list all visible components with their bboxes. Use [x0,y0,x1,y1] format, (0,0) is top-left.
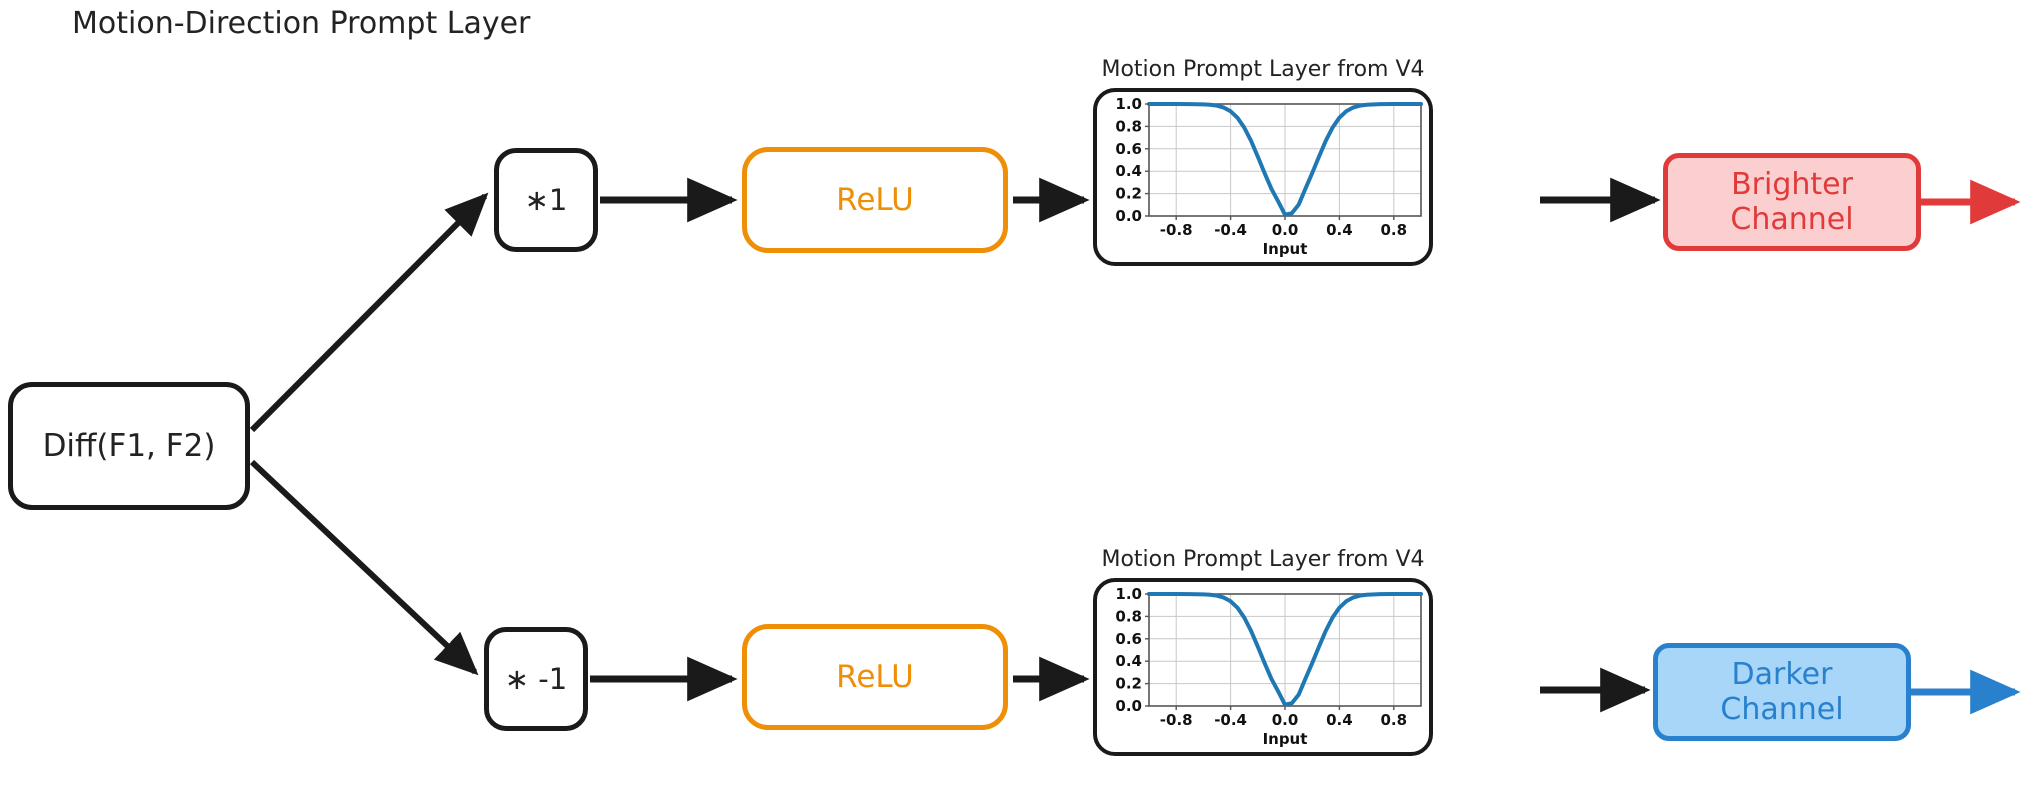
darker-channel-label-line1: Darker [1731,656,1833,692]
node-relu-top[interactable]: ReLU [742,147,1008,253]
node-diff[interactable]: Diff(F1, F2) [8,382,250,510]
node-relu-bottom[interactable]: ReLU [742,624,1008,730]
data-series-line [1147,592,1423,707]
node-multiply-negative[interactable]: ∗ -1 [484,627,588,731]
x-tick-label: 0.8 [1381,221,1408,239]
y-tick-label: 0.6 [1115,630,1142,648]
y-tick-label: 0.2 [1115,675,1142,693]
brighter-channel-label-line2: Channel [1730,202,1854,237]
y-tick-label: 1.0 [1115,95,1142,113]
darker-channel-label-line2: Channel [1720,692,1844,727]
brighter-channel-label-line1: Brighter [1731,166,1853,202]
node-darker-channel[interactable]: Darker Channel [1653,643,1911,741]
edge-diff-to-multiply-positive [249,192,489,433]
y-tick-label: 0.0 [1115,207,1142,225]
y-tick-label: 0.4 [1115,652,1142,670]
data-series-line [1147,102,1423,217]
x-tick-label: 0.8 [1381,711,1408,729]
y-tick-label: 1.0 [1115,585,1142,603]
edge-diff-to-multiply-negative [249,459,479,676]
x-axis-label: Input [1263,240,1308,258]
x-tick-label: -0.4 [1214,711,1247,729]
page-title: Motion-Direction Prompt Layer [72,6,531,41]
x-tick-label: 0.0 [1272,221,1299,239]
node-multiply-positive[interactable]: ∗1 [494,148,598,252]
x-tick-label: 0.0 [1272,711,1299,729]
chart-title-bottom: Motion Prompt Layer from V4 [1101,547,1425,572]
node-brighter-channel[interactable]: Brighter Channel [1663,153,1921,251]
x-tick-label: -0.4 [1214,221,1247,239]
x-tick-label: -0.8 [1160,711,1193,729]
x-tick-label: -0.8 [1160,221,1193,239]
x-axis-label: Input [1263,730,1308,748]
x-tick-label: 0.4 [1326,221,1353,239]
y-tick-label: 0.8 [1115,607,1142,625]
y-tick-label: 0.0 [1115,697,1142,715]
y-tick-label: 0.8 [1115,117,1142,135]
x-tick-label: 0.4 [1326,711,1353,729]
chart-title-top: Motion Prompt Layer from V4 [1101,57,1425,82]
y-tick-label: 0.4 [1115,162,1142,180]
y-tick-label: 0.6 [1115,140,1142,158]
y-tick-label: 0.2 [1115,185,1142,203]
